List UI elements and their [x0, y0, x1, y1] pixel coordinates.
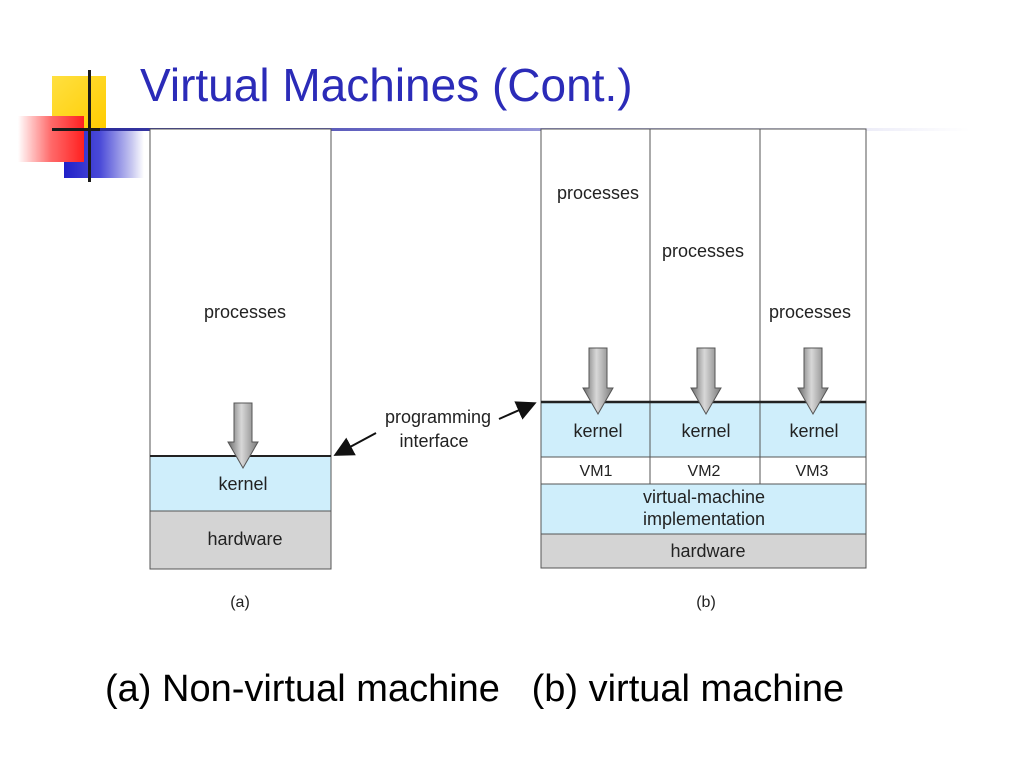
b-vm-label-3: VM3 — [796, 463, 829, 480]
interface-arrow-left-icon — [333, 432, 377, 456]
slide-title: Virtual Machines (Cont.) — [140, 59, 633, 111]
b-kernel-label-1: kernel — [573, 421, 622, 441]
programming-interface-callout: programming interface — [333, 401, 537, 456]
a-kernel-label: kernel — [218, 474, 267, 494]
b-processes-label-1: processes — [557, 183, 639, 203]
b-vm-3 — [759, 456, 867, 485]
b-kernel-label-2: kernel — [681, 421, 730, 441]
b-processes-label-3: processes — [769, 302, 851, 322]
slide-caption: (a) Non-virtual machine (b) virtual mach… — [105, 668, 845, 710]
b-processes-label-2: processes — [662, 241, 744, 261]
b-vm-implementation-box — [540, 483, 867, 535]
b-hardware-label: hardware — [670, 541, 745, 561]
b-hardware-box — [540, 533, 867, 569]
a-processes-label: processes — [204, 302, 286, 322]
diagram-b: processes processes processes kernel ker… — [540, 128, 867, 611]
logo-red-square — [18, 116, 84, 162]
b-vm-label-2: VM2 — [688, 463, 721, 480]
b-down-arrow-icon-1 — [582, 347, 614, 416]
logo-vertical-line — [88, 70, 91, 182]
b-vm-impl-label-line1: virtual-machine — [643, 487, 765, 507]
a-processes-box — [149, 128, 332, 457]
b-figure-label: (b) — [696, 594, 716, 611]
b-kernel-label-3: kernel — [789, 421, 838, 441]
b-vm-impl-label-line2: implementation — [643, 509, 765, 529]
interface-label-line2: interface — [399, 431, 468, 451]
b-vm-label-1: VM1 — [580, 463, 613, 480]
title-underline — [100, 128, 970, 131]
diagram-a: processes kernel hardware (a) — [149, 128, 332, 611]
a-figure-label: (a) — [230, 594, 250, 611]
interface-label-line1: programming — [385, 407, 491, 427]
interface-arrow-right-icon — [498, 401, 537, 420]
b-down-arrow-icon-2 — [690, 347, 722, 416]
a-hardware-label: hardware — [207, 529, 282, 549]
b-down-arrow-icon-3 — [797, 347, 829, 416]
a-down-arrow-icon — [227, 402, 259, 470]
slide-logo — [18, 70, 148, 182]
a-kernel-box — [149, 455, 332, 512]
a-hardware-box — [149, 510, 332, 570]
